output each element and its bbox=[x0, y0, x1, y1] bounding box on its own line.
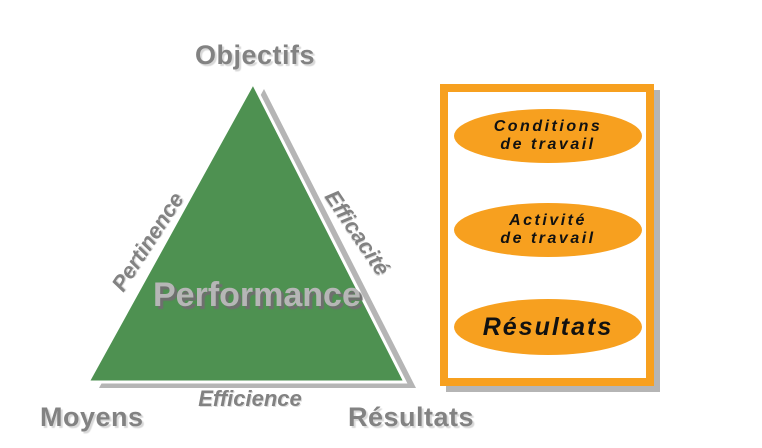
ellipse-resultats: Résultats bbox=[454, 299, 642, 355]
ellipse-activite-de-travail: Activité de travail bbox=[454, 203, 642, 257]
apex-label-objectifs: Objectifs bbox=[194, 40, 316, 70]
ellipse-line: de travail bbox=[500, 230, 596, 247]
work-conditions-panel: Conditions de travail Activité de travai… bbox=[440, 84, 654, 386]
bottom-edge-label-efficience: Efficience bbox=[198, 386, 302, 411]
ellipse-line: de travail bbox=[500, 136, 596, 153]
ellipse-line: Activité bbox=[509, 212, 587, 230]
triangle-center-label-performance: Performance bbox=[153, 276, 361, 314]
ellipse-conditions-de-travail: Conditions de travail bbox=[454, 109, 642, 163]
bottom-right-label-resultats: Résultats bbox=[348, 402, 475, 432]
bottom-left-label-moyens: Moyens bbox=[40, 402, 144, 432]
ellipse-line: Conditions bbox=[493, 118, 603, 136]
triangle-shape bbox=[85, 79, 408, 384]
ellipse-line: Résultats bbox=[482, 312, 614, 341]
